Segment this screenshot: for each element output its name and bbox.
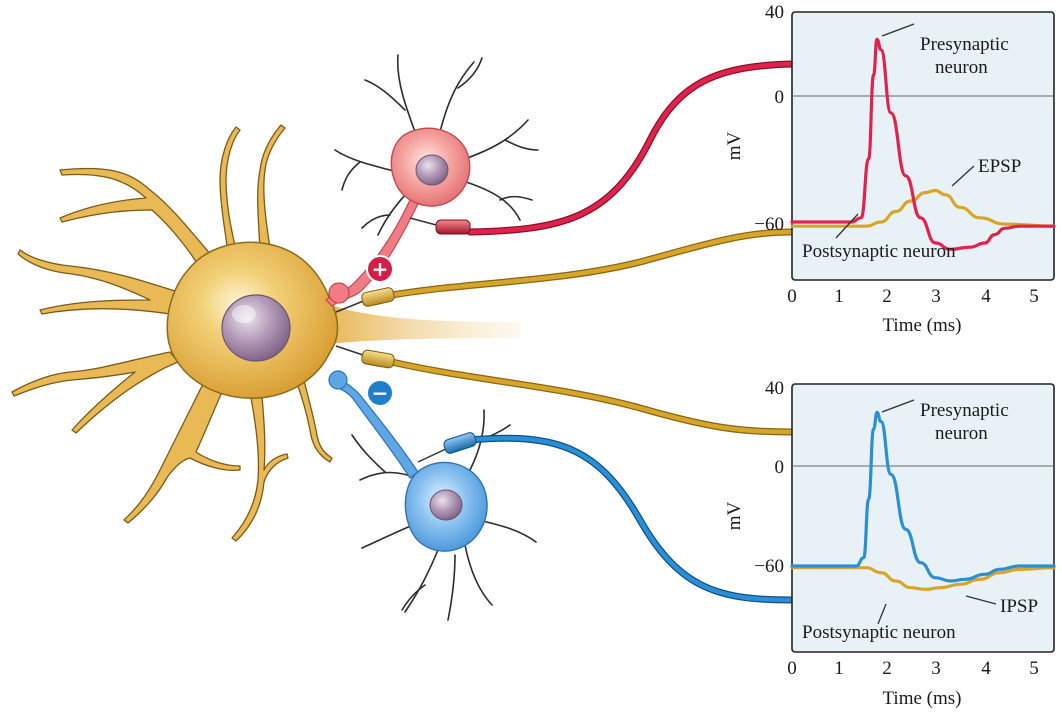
- epsp-ytick: 40: [765, 2, 784, 23]
- svg-text:+: +: [372, 257, 389, 281]
- ipsp-postsynaptic-label: Postsynaptic neuron: [802, 622, 956, 643]
- ipsp-annotations: Presynaptic neuron IPSP Postsynaptic neu…: [802, 400, 1038, 643]
- ipsp-ipsp-label: IPSP: [1000, 596, 1038, 617]
- epsp-series: [790, 37, 1056, 251]
- epsp-postsynaptic-leader: [835, 213, 859, 239]
- ipsp-x-axis-label: Time (ms): [882, 688, 961, 709]
- epsp-xtick: 1: [834, 286, 844, 307]
- epsp-ytick: 0: [775, 87, 785, 108]
- postsynaptic-neuron: [11, 124, 520, 542]
- excitatory-presynaptic-neuron: [325, 54, 539, 307]
- ipsp-ytick: 0: [775, 457, 785, 478]
- inhibitory-electrode: [417, 432, 477, 463]
- epsp-xtick: 2: [882, 286, 892, 307]
- ipsp-series-postsynaptic-line: [790, 566, 1056, 591]
- ipsp-xtick: 1: [834, 658, 844, 679]
- ipsp-xtick: 3: [931, 658, 941, 679]
- excitatory-synaptic-terminal: [328, 282, 350, 304]
- epsp-epsp-leader: [951, 165, 975, 187]
- ipsp-chart-frame: [791, 383, 1055, 653]
- svg-text:−: −: [372, 381, 389, 405]
- ipsp-xtick: 4: [981, 658, 991, 679]
- epsp-ytick: −60: [754, 214, 784, 235]
- excitatory-electrode: [409, 217, 471, 235]
- ipsp-ipsp-leader: [965, 595, 997, 605]
- epsp-presynaptic-leader: [881, 23, 915, 37]
- ipsp-ytick: 40: [765, 378, 784, 399]
- epsp-series-postsynaptic-line: [790, 188, 1056, 228]
- ipsp-series: [790, 410, 1056, 591]
- epsp-leader-lines: [835, 23, 975, 239]
- epsp-epsp-label: EPSP: [978, 156, 1021, 177]
- epsp-xtick: 4: [981, 286, 991, 307]
- ipsp-xtick: 5: [1029, 658, 1039, 679]
- epsp-presynaptic-label: Presynaptic neuron: [920, 34, 1013, 78]
- epsp-postsynaptic-label: Postsynaptic neuron: [802, 241, 956, 262]
- ipsp-xtick: 2: [882, 658, 892, 679]
- ipsp-y-ticks: 40 0 −60: [754, 378, 784, 577]
- inhibitory-minus-icon: −: [366, 379, 394, 407]
- ipsp-postsynaptic-leader: [877, 603, 887, 625]
- ipsp-y-axis-label: mV: [724, 501, 745, 530]
- epsp-x-axis-label: Time (ms): [882, 315, 961, 336]
- excitatory-plus-icon: +: [366, 255, 394, 283]
- postsynaptic-electrode-top: [335, 287, 395, 313]
- electrode-wires: [388, 60, 796, 604]
- epsp-x-ticks: 0 1 2 3 4 5: [787, 286, 1039, 307]
- ipsp-series-presynaptic-line: [790, 410, 1056, 583]
- ipsp-presynaptic-label: Presynaptic neuron: [920, 400, 1013, 444]
- epsp-xtick: 5: [1029, 286, 1039, 307]
- ipsp-ytick: −60: [754, 556, 784, 577]
- epsp-xtick: 0: [787, 286, 797, 307]
- postsynaptic-electrode-bottom: [335, 345, 395, 369]
- ipsp-x-ticks: 0 1 2 3 4 5: [787, 658, 1039, 679]
- epsp-chart: 40 0 −60 mV 0 1 2 3 4 5 Time (ms) Presyn…: [724, 2, 1056, 336]
- epsp-y-ticks: 40 0 −60: [754, 2, 784, 235]
- ipsp-leader-lines: [877, 399, 997, 625]
- postsynaptic-nucleus: [221, 294, 291, 362]
- epsp-annotations: Presynaptic neuron EPSP Postsynaptic neu…: [802, 34, 1021, 262]
- epsp-y-axis-label: mV: [724, 131, 745, 160]
- ipsp-xtick: 0: [787, 658, 797, 679]
- inhibitory-presynaptic-neuron: [328, 370, 537, 621]
- ipsp-presynaptic-leader: [881, 399, 915, 413]
- epsp-xtick: 3: [931, 286, 941, 307]
- ipsp-chart: 40 0 −60 mV 0 1 2 3 4 5 Time (ms) Presyn…: [724, 378, 1056, 709]
- epsp-chart-frame: [791, 11, 1055, 281]
- inhibitory-synaptic-terminal: [328, 370, 348, 390]
- epsp-series-presynaptic-line: [790, 37, 1056, 251]
